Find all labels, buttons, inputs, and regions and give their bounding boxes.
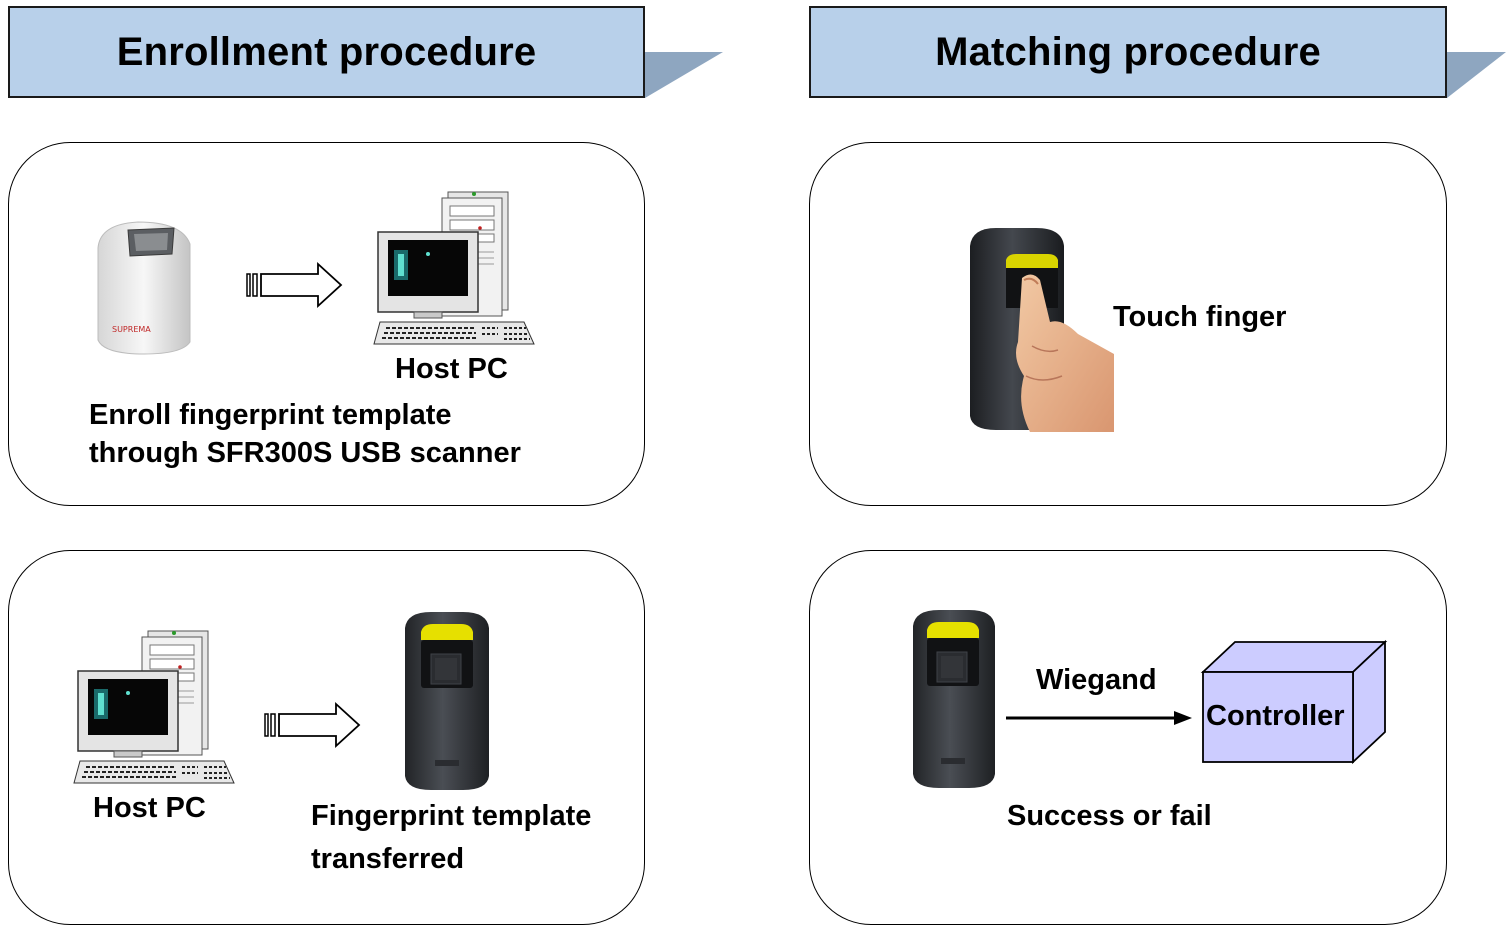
enroll-caption-line2: through SFR300S USB scanner <box>89 437 521 469</box>
transfer-arrow-icon <box>264 701 361 749</box>
transfer-caption-line2: transferred <box>311 843 465 875</box>
touch-finger-caption: Touch finger <box>1113 301 1287 333</box>
enrollment-header: Enrollment procedure <box>8 6 645 98</box>
matching-header: Matching procedure <box>809 6 1447 98</box>
svg-text:SUPREMA: SUPREMA <box>112 325 151 334</box>
matching-header-wedge <box>1447 52 1506 98</box>
success-or-fail-caption: Success or fail <box>1007 800 1212 832</box>
wiegand-label: Wiegand <box>1036 664 1157 696</box>
matching-header-title: Matching procedure <box>935 29 1321 74</box>
host-pc-icon <box>373 191 535 345</box>
enrollment-header-wedge <box>645 52 723 98</box>
wiegand-arrow-icon <box>1006 711 1192 725</box>
host-pc-label: Host PC <box>93 792 206 824</box>
enroll-caption-line1: Enroll fingerprint template <box>89 399 452 431</box>
host-pc-icon <box>73 630 235 784</box>
transfer-arrow-icon <box>246 261 343 309</box>
match-step1-panel <box>809 142 1447 506</box>
enrollment-header-title: Enrollment procedure <box>116 29 537 74</box>
fingerprint-reader-device <box>913 610 995 788</box>
finger-touching-reader-image <box>970 228 1114 432</box>
controller-box <box>1200 639 1388 765</box>
host-pc-label: Host PC <box>395 353 508 385</box>
usb-scanner-image: SUPREMA <box>97 221 191 355</box>
transfer-caption-line1: Fingerprint template <box>311 800 592 832</box>
controller-label: Controller <box>1206 700 1345 732</box>
fingerprint-reader-device <box>405 612 489 790</box>
